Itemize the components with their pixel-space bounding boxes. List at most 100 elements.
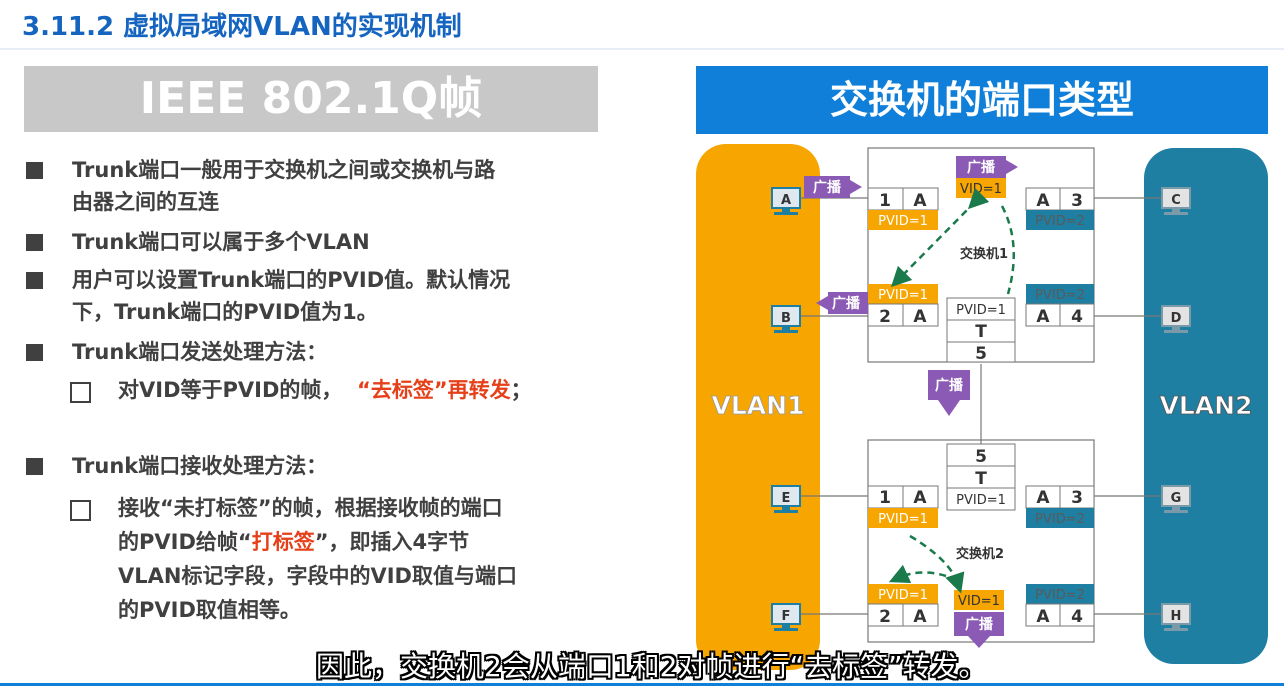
bullet-square-icon: [26, 234, 43, 251]
frame-banner: IEEE 802.1Q帧: [24, 66, 598, 132]
host-g-computer-icon: G: [1161, 485, 1191, 513]
recv-rule-line-3: VLAN标记字段，字段中的VID取值与端口: [118, 564, 517, 588]
host-a-computer-icon: A: [771, 187, 801, 215]
sw1-vid-text: VID=1: [960, 182, 1002, 197]
host-b-computer-icon: B: [771, 305, 801, 333]
vlan2-label: VLAN2: [1160, 391, 1253, 420]
sw2-port-3-number: 3: [1071, 488, 1083, 508]
bullet-3-line-2: 下，Trunk端口的PVID值为1。: [72, 300, 378, 324]
recv-rule-line-2: 的PVID给帧“打标签”，即插入4字节: [118, 526, 469, 558]
sw2-port-4-pvid-text: PVID=2: [1035, 588, 1085, 603]
host-b-broadcast-text: 广播: [832, 295, 861, 312]
sw2-dashed-arrow-left: [888, 564, 947, 583]
trunk-broadcast-tag: [928, 370, 970, 400]
host-c-computer-icon: C: [1161, 187, 1191, 215]
sw1-port-3-pvid: [1026, 210, 1094, 230]
sw2-port-4-type: A: [1036, 607, 1050, 627]
bullet-1-line-2: 由器之间的互连: [72, 190, 219, 214]
sw1-port-3-type: A: [1036, 191, 1050, 211]
host-h-computer-icon: H: [1161, 603, 1191, 631]
sw2-port-5-number: 5: [975, 447, 987, 467]
bullet-square-icon: [26, 162, 43, 179]
host-b-broadcast-tag: [828, 292, 868, 314]
sw1-port-1-pvid-text: PVID=1: [878, 214, 928, 229]
svg-text:E: E: [782, 491, 791, 506]
sw1-port-5-number: 5: [975, 344, 987, 364]
bullet-square-icon: [26, 458, 43, 475]
recv-rule-line-2-pre: 的PVID给帧“: [118, 530, 252, 554]
host-f-computer-icon: F: [771, 603, 801, 631]
svg-text:C: C: [1171, 193, 1181, 208]
sw2-broadcast-text: 广播: [965, 616, 994, 633]
trunk-broadcast-text: 广播: [935, 377, 964, 394]
bottom-divider: [0, 683, 1284, 686]
sw1-port-2-pvid-text: PVID=1: [878, 288, 928, 303]
top-divider: [0, 48, 1284, 50]
send-rule-highlight: “去标签”再转发: [357, 378, 511, 402]
recv-rule-line-1: 接收“未打标签”的帧，根据接收帧的端口: [118, 496, 503, 520]
bullet-5-line-1: Trunk端口接收处理方法：: [72, 454, 328, 478]
sw1-port-4-pvid: [1026, 284, 1094, 304]
sw2-broadcast-tag: [954, 612, 1004, 636]
sw2-port-3-type: A: [1036, 488, 1050, 508]
recv-rule-highlight: 打标签: [251, 530, 315, 554]
sw2-port-3-pvid: [1026, 508, 1094, 528]
sw2-port-5-pvid-text: PVID=1: [956, 493, 1006, 508]
sub-bullet-checkbox-icon: [70, 500, 91, 521]
svg-text:F: F: [782, 609, 791, 624]
sw1-port-2-number: 2: [879, 307, 891, 327]
sw1-port-4-pvid-text: PVID=2: [1035, 288, 1085, 303]
host-a-broadcast-tag: [804, 176, 850, 198]
host-d-computer-icon: D: [1161, 305, 1191, 333]
sw1-port-2-pvid: [868, 284, 938, 304]
recv-rule-line-2-post: ”，即插入4字节: [314, 530, 470, 554]
sw1-port-2-type: A: [913, 307, 927, 327]
sw1-broadcast-text: 广播: [967, 159, 996, 176]
sw1-port-4-number: 4: [1071, 307, 1083, 327]
page-title: 3.11.2 虚拟局域网VLAN的实现机制: [22, 12, 462, 42]
vlan2-area: [1144, 148, 1268, 664]
sw1-port-1-number: 1: [879, 191, 891, 211]
host-e-computer-icon: E: [771, 485, 801, 513]
recv-rule-line-4: 的PVID取值相等。: [118, 598, 301, 622]
sw1-broadcast-tag: [956, 156, 1006, 178]
sw1-port-3-pvid-text: PVID=2: [1035, 214, 1085, 229]
bullet-3-line-1: 用户可以设置Trunk端口的PVID值。默认情况: [72, 268, 511, 292]
sw1-dashed-arrow-left: [890, 187, 990, 288]
sw1-port-1-type: A: [913, 191, 927, 211]
sw2-port-1-number: 1: [879, 488, 891, 508]
sw2-port-1-pvid-text: PVID=1: [878, 512, 928, 527]
sw2-port-5-trunk: [946, 443, 1016, 511]
sw2-port-2-type: A: [913, 607, 927, 627]
sw1-port-5-pvid-text: PVID=1: [956, 303, 1006, 318]
sub-bullet-checkbox-icon: [70, 382, 91, 403]
sw2-port-4-pvid: [1026, 584, 1094, 604]
svg-text:A: A: [781, 193, 791, 208]
sw1-port-3-number: 3: [1071, 191, 1083, 211]
sw2-port-1-type: A: [913, 488, 927, 508]
vlan1-area: [696, 144, 820, 670]
host-a-broadcast-text: 广播: [813, 179, 842, 196]
send-rule: 对VID等于PVID的帧， “去标签”再转发；: [118, 374, 532, 406]
bullet-1-line-1: Trunk端口一般用于交换机之间或交换机与路: [72, 158, 496, 182]
switch-1-label: 交换机1: [960, 246, 1008, 262]
sw2-port-3-pvid-text: PVID=2: [1035, 512, 1085, 527]
sw1-dashed-arrow-right: [1000, 205, 1016, 295]
sw1-port-5-trunk: [946, 297, 1016, 363]
svg-text:H: H: [1171, 609, 1182, 624]
sw2-vid-text: VID=1: [958, 594, 1000, 609]
vlan1-label: VLAN1: [712, 391, 805, 420]
bullet-square-icon: [26, 272, 43, 289]
sw2-port-2-pvid: [868, 584, 938, 604]
svg-text:G: G: [1171, 491, 1182, 506]
sw2-port-2-number: 2: [879, 607, 891, 627]
sw2-port-4-number: 4: [1071, 607, 1083, 627]
send-rule-text: 对VID等于PVID的帧，: [118, 378, 343, 402]
switch-2-label: 交换机2: [956, 546, 1004, 562]
bullet-square-icon: [26, 344, 43, 361]
svg-text:B: B: [781, 311, 791, 326]
sw2-dashed-arrow-down: [909, 534, 965, 594]
sw1-port-4-type: A: [1036, 307, 1050, 327]
sw2-port-1-pvid: [868, 508, 938, 528]
